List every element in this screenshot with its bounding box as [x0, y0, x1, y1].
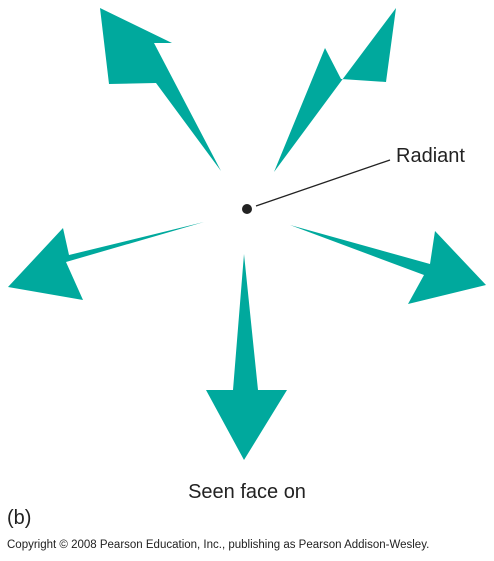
- right-arrow: [290, 225, 486, 304]
- down-arrow: [206, 254, 287, 460]
- radiant-dot: [242, 204, 252, 214]
- left-arrow: [8, 222, 204, 300]
- figure-caption: Seen face on: [188, 481, 306, 503]
- copyright-notice: Copyright © 2008 Pearson Education, Inc.…: [7, 539, 430, 551]
- panel-label: (b): [7, 507, 32, 529]
- radiant-leader-line: [255, 159, 391, 207]
- radiant-label: Radiant: [396, 145, 465, 167]
- upper-right-arrow: [274, 8, 396, 172]
- upper-left-arrow: [100, 8, 221, 171]
